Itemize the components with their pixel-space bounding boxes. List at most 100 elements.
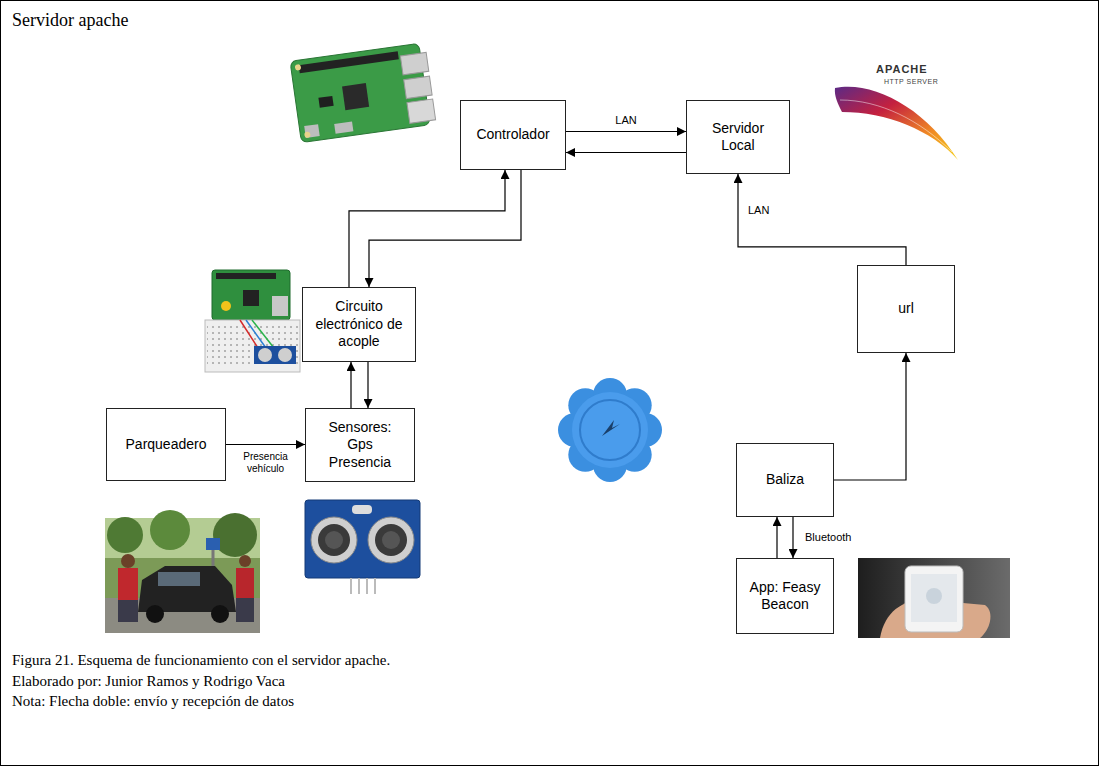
ultrasonic-sensor-photo-part xyxy=(325,531,343,549)
figure-note: Nota: Flecha doble: envío y recepción de… xyxy=(12,692,294,710)
process-box: url xyxy=(857,265,955,353)
connector-label: Presencia vehículo xyxy=(231,451,301,475)
raspberry-pi-photo-part xyxy=(304,131,311,138)
raspberry-pi-photo-part xyxy=(304,124,320,138)
phone-photo-part xyxy=(911,574,957,622)
arrow-connector xyxy=(738,174,906,265)
box-label: App: Feasy Beacon xyxy=(744,579,826,614)
breadboard-photo-part xyxy=(254,346,296,364)
apache-logo-part xyxy=(840,100,952,152)
process-box: Servidor Local xyxy=(686,100,790,174)
connector-label: Bluetooth xyxy=(803,531,853,544)
process-box: Sensores: Gps Presencia xyxy=(305,408,415,482)
raspberry-pi-photo-part xyxy=(299,51,399,73)
breadboard-photo-part xyxy=(243,290,259,306)
box-label: Sensores: Gps Presencia xyxy=(321,419,399,472)
figure-title: Servidor apache xyxy=(12,10,128,32)
breadboard-photo-part xyxy=(272,296,288,316)
process-box: Parqueadero xyxy=(106,408,226,481)
beacon-device xyxy=(558,378,662,482)
phone-photo-part xyxy=(926,588,942,604)
box-label: Controlador xyxy=(476,126,549,144)
beacon-device-part xyxy=(580,400,640,460)
parking-photo-part xyxy=(146,605,164,623)
figure-note: Elaborado por: Junior Ramos y Rodrigo Va… xyxy=(12,672,285,690)
apache-logo-part xyxy=(835,87,958,160)
ultrasonic-sensor-photo-part xyxy=(374,578,376,594)
ultrasonic-sensor-photo-part xyxy=(366,578,368,594)
breadboard-photo-part xyxy=(258,348,272,362)
process-box: App: Feasy Beacon xyxy=(736,558,834,634)
arrow-connector xyxy=(834,353,906,480)
raspberry-pi-photo xyxy=(290,43,436,143)
parking-photo-part xyxy=(236,568,254,598)
box-label: Parqueadero xyxy=(126,436,207,454)
parking-photo-part xyxy=(206,538,220,550)
box-label: Circuito electrónico de acople xyxy=(309,298,409,351)
logo-text: HTTP SERVER xyxy=(884,78,938,86)
ultrasonic-sensor-photo-part xyxy=(311,517,357,563)
breadboard-photo xyxy=(205,270,300,372)
raspberry-pi-photo-part xyxy=(404,76,432,98)
arrow-connector xyxy=(349,170,505,287)
raspberry-pi-photo-part xyxy=(318,96,333,108)
breadboard-photo-part xyxy=(221,301,231,311)
parking-photo-part xyxy=(118,600,138,622)
raspberry-pi-photo-part xyxy=(342,83,369,110)
arrow-connector xyxy=(792,517,793,558)
parking-photo-part xyxy=(236,598,254,622)
phone-photo xyxy=(858,558,1010,638)
beacon-device-part xyxy=(572,392,648,468)
arrow-connector xyxy=(776,517,777,558)
parking-photo-part xyxy=(158,572,200,586)
raspberry-pi-photo-part xyxy=(334,121,353,133)
beacon-device-part xyxy=(602,420,620,436)
arrow-connector xyxy=(369,170,521,287)
parking-photo-part xyxy=(107,517,143,553)
parking-photo-part xyxy=(211,605,229,623)
raspberry-pi-photo-part xyxy=(407,99,436,123)
arrow-connector xyxy=(367,362,368,408)
arrow-connector xyxy=(350,362,351,408)
breadboard-photo-part xyxy=(216,273,276,279)
arrow-connector xyxy=(226,444,305,445)
logo-text: APACHE xyxy=(876,63,928,76)
connector-label: LAN xyxy=(613,114,638,127)
ultrasonic-sensor-photo-part xyxy=(305,500,420,578)
raspberry-pi-photo-part xyxy=(400,52,428,74)
breadboard-photo-part xyxy=(207,324,298,368)
ultrasonic-sensor-photo-part xyxy=(375,524,407,556)
parking-photo-part xyxy=(213,513,257,557)
box-label: Baliza xyxy=(766,471,804,489)
process-box: Baliza xyxy=(736,443,834,517)
parking-photo-part xyxy=(239,555,251,567)
breadboard-photo-part xyxy=(212,270,290,320)
parking-photo-part xyxy=(121,554,135,568)
phone-photo-part xyxy=(858,558,1010,638)
ultrasonic-sensor-photo xyxy=(305,500,420,594)
parking-photo-part xyxy=(150,510,190,550)
ultrasonic-sensor-photo-part xyxy=(368,517,414,563)
arrow-connector xyxy=(566,152,686,153)
arrow-connector xyxy=(566,131,686,132)
parking-photo-part xyxy=(118,568,138,600)
phone-photo-part xyxy=(905,566,963,632)
ultrasonic-sensor-photo-part xyxy=(382,531,400,549)
ultrasonic-sensor-photo-part xyxy=(318,524,350,556)
figure-caption: Figura 21. Esquema de funcionamiento con… xyxy=(12,651,390,669)
ultrasonic-sensor-photo-part xyxy=(352,505,372,514)
breadboard-photo-part xyxy=(205,320,300,372)
process-box: Controlador xyxy=(460,100,566,170)
box-label: Servidor Local xyxy=(707,120,769,155)
connector-label: LAN xyxy=(746,204,771,217)
ultrasonic-sensor-photo-part xyxy=(350,578,352,594)
raspberry-pi-photo-part xyxy=(295,64,302,71)
box-label: url xyxy=(898,300,914,318)
apache-logo xyxy=(835,87,958,160)
parking-photo xyxy=(105,510,260,633)
ultrasonic-sensor-photo-part xyxy=(358,578,360,594)
process-box: Circuito electrónico de acople xyxy=(302,287,416,362)
